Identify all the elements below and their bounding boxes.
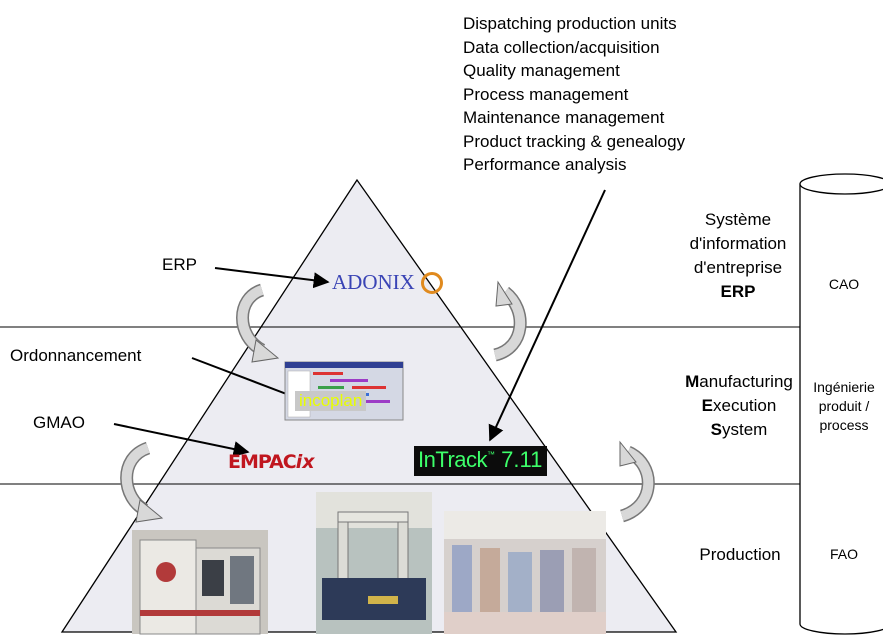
empacix-logo-suffix: ix: [295, 451, 315, 473]
machine-photo-3: [444, 511, 606, 634]
mes-word: anufacturing: [699, 372, 793, 391]
intrack-logo-tm: ™: [487, 450, 496, 459]
erp-level-line: d'information: [689, 234, 787, 253]
function-item: Product tracking & genealogy: [463, 131, 686, 151]
erp-label: ERP: [162, 255, 197, 274]
incoplan-logo-text: incoplan: [299, 391, 363, 410]
cylinder-cao-label: CAO: [828, 276, 860, 292]
intrack-logo-version: 7.11: [495, 447, 543, 472]
function-item: Data collection/acquisition: [463, 37, 660, 57]
mes-word: ystem: [722, 420, 768, 439]
intrack-logo-main: InTrack: [418, 447, 488, 472]
curved-arrow-erp-mes-right: [492, 280, 527, 362]
function-item: Dispatching production units: [463, 14, 677, 33]
machine-photo-1: [132, 530, 268, 635]
cylinder-engineering-line: produit /: [818, 398, 870, 414]
curved-arrow-erp-mes-left: [236, 283, 280, 363]
adonix-logo: ADONIX: [332, 270, 444, 295]
erp-level-line: Système: [704, 210, 772, 229]
functions-arrow: [488, 189, 606, 442]
function-item: Performance analysis: [463, 155, 627, 174]
ordonnancement-label: Ordonnancement: [10, 346, 142, 365]
mes-functions-list: Dispatching production units Data collec…: [463, 12, 685, 177]
mes-initial: E: [701, 396, 713, 415]
empacix-logo: EMPACix: [228, 451, 315, 473]
adonix-logo-text: ADONIX: [332, 270, 415, 294]
mes-initial: M: [685, 372, 700, 391]
empacix-logo-main: EMPAC: [228, 451, 297, 473]
mes-initial: S: [710, 420, 722, 439]
erp-level-line: d'entreprise: [693, 258, 783, 277]
cylinder: [799, 173, 883, 635]
gmao-arrow: [113, 423, 250, 457]
incoplan-logo: incoplan: [295, 391, 367, 411]
function-item: Quality management: [463, 61, 620, 80]
intrack-logo: InTrack™ 7.11: [414, 446, 548, 476]
curved-arrow-mes-prod-left: [120, 441, 164, 523]
adonix-swirl-icon: [421, 272, 444, 294]
cylinder-engineering-line: Ingénierie: [813, 379, 875, 395]
function-item: Maintenance management: [463, 108, 665, 127]
erp-arrow: [214, 267, 330, 289]
cylinder-fao-label: FAO: [829, 546, 858, 562]
cylinder-engineering-label: Ingénierie produit / process: [800, 378, 883, 435]
machine-photo-2: [316, 492, 432, 634]
erp-level-acronym: ERP: [720, 282, 756, 301]
function-item: Process management: [463, 84, 629, 104]
curved-arrow-mes-prod-right: [619, 440, 655, 523]
cylinder-engineering-line: process: [819, 417, 869, 433]
erp-level-label: Système d'information d'entreprise ERP: [675, 208, 801, 304]
production-level-label: Production: [699, 545, 781, 564]
gmao-label: GMAO: [33, 413, 85, 432]
mes-word: xecution: [713, 396, 777, 415]
mes-level-label: Manufacturing Execution System: [678, 370, 800, 442]
